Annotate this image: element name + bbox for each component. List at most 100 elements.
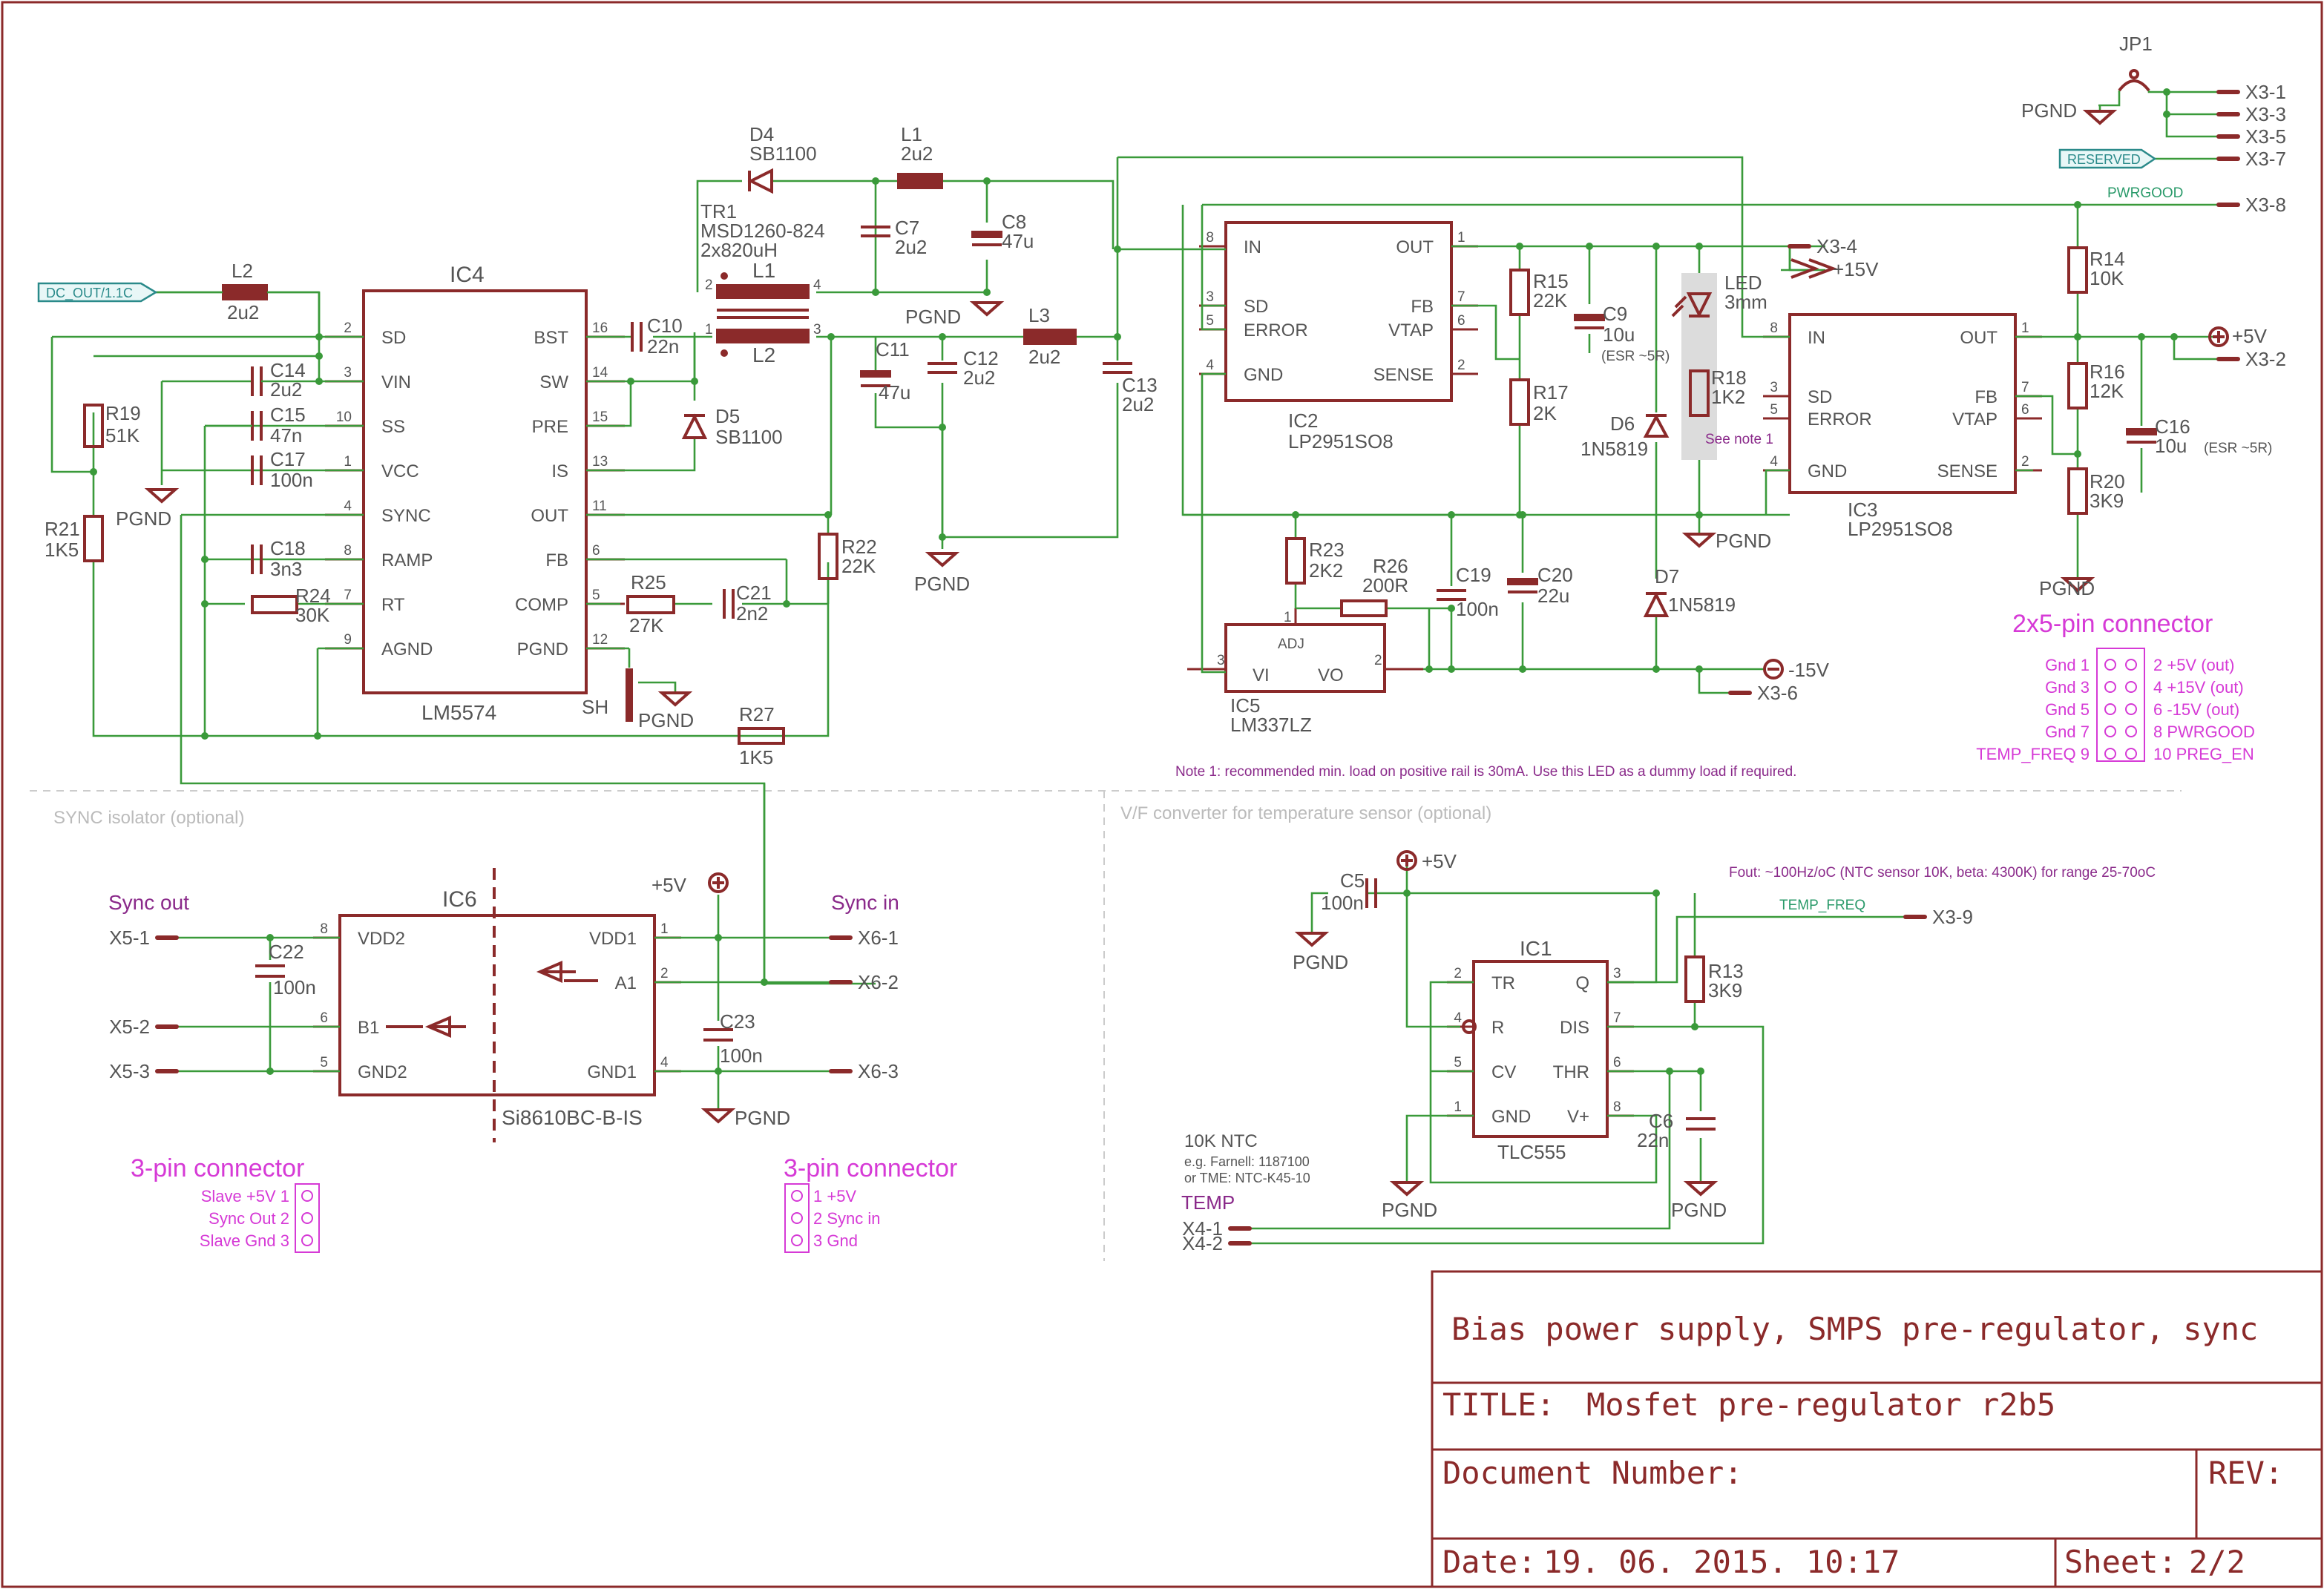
conn2x5-left-4: Gnd 7 [2045, 723, 2090, 741]
ic6-buffer-a1 [536, 960, 576, 984]
pgnd-label-8: PGND [735, 1107, 790, 1129]
tr1-winding2-label: L2 [752, 343, 775, 366]
pgnd-label-1: PGND [116, 507, 171, 530]
ic1-value: TLC555 [1497, 1141, 1566, 1163]
ic6-value: Si8610BC-B-IS [502, 1106, 643, 1129]
r18-value: 1K2 [1711, 386, 1745, 408]
c23-name: C23 [720, 1010, 755, 1033]
ic2-pin-1-label: OUT [1396, 237, 1434, 257]
connector-x3-6-label: X3-6 [1757, 682, 1798, 704]
l2-value: 2u2 [227, 301, 259, 323]
ic4-pin-8-number: 8 [344, 543, 352, 559]
d7-value: 1N5819 [1668, 593, 1736, 616]
ic3-pin-7-label: FB [1975, 387, 1998, 407]
ground-symbols: PGND PGND PGND PGND PGND PGND PGND PGND … [116, 99, 2268, 1221]
ic2-lp2951[interactable]: IC2 LP2951SO8 [1224, 221, 1453, 453]
jumper-jp1 [2118, 79, 2150, 92]
ic4-pin-2-number: 2 [344, 320, 352, 336]
conn3a-box [295, 1183, 320, 1253]
ground-symbol-pgnd-6 [2060, 577, 2095, 593]
c16-value: 10u [2155, 435, 2187, 457]
c13-value: 2u2 [1122, 393, 1154, 415]
ic2-pin-6-label: VTAP [1388, 320, 1434, 340]
ic1-pin-5-label: CV [1491, 1062, 1516, 1082]
ic1-pin-3-number: 3 [1613, 966, 1621, 981]
ic2-pin-3-number: 3 [1206, 289, 1214, 305]
ic1-pin-6-number: 6 [1613, 1055, 1621, 1070]
tr1-value2: 2x820uH [700, 239, 778, 261]
ic1-pin-8-label: V+ [1567, 1107, 1589, 1127]
conn3b-row-2: 2 Sync in [813, 1209, 881, 1228]
tb-title: Mosfet pre-regulator r2b5 [1586, 1386, 2055, 1423]
ic2-pin-2-label: SENSE [1373, 365, 1434, 385]
ic2-pin-7-number: 7 [1457, 289, 1465, 305]
c10-value: 22n [647, 335, 679, 358]
ic4-pin-11-number: 11 [592, 499, 607, 514]
ic1-pin-8-number: 8 [1613, 1099, 1621, 1115]
inductor-l1 [897, 173, 943, 189]
r15-value: 22K [1533, 289, 1568, 312]
power-symbol-5v [2208, 326, 2229, 347]
wires [50, 91, 2219, 1245]
ic1-designator: IC1 [1520, 937, 1552, 960]
d7-name: D7 [1655, 565, 1679, 588]
d4-value: SB1100 [749, 142, 817, 165]
r19-name: R19 [105, 402, 141, 424]
ic1-pin-4-number: 4 [1454, 1010, 1462, 1026]
d5-name: D5 [715, 405, 740, 427]
ic4-lm5574[interactable]: IC4 LM5574 [362, 263, 588, 724]
ic4-pin-1-number: 1 [344, 454, 352, 470]
ic6-pin-2-number: 2 [660, 966, 669, 981]
connector-x6-2-label: X6-2 [858, 971, 899, 993]
c16-esr: (ESR ~5R) [2204, 441, 2272, 456]
net-flags: DC_OUT/1.1C RESERVED PWRGOOD TEMP_FREQ [37, 148, 2183, 913]
diode-d5 [681, 413, 708, 439]
conn2x5-title: 2x5-pin connector [2012, 610, 2213, 638]
ic1-pin-7-number: 7 [1613, 1010, 1621, 1026]
ic3-pin-3-label: SD [1808, 387, 1832, 407]
ic4-pin-9-label: AGND [381, 639, 433, 659]
pgnd-label-3: PGND [905, 306, 961, 328]
led-name: LED [1724, 272, 1762, 294]
connector-x3-5-label: X3-5 [2245, 125, 2286, 148]
ic6-buffer-b1 [424, 1015, 466, 1039]
r23-value: 2K2 [1309, 559, 1343, 582]
r25-name: R25 [631, 571, 666, 593]
ic4-pin-7-number: 7 [344, 588, 352, 603]
r27-name: R27 [739, 703, 775, 726]
c9-name: C9 [1603, 303, 1627, 325]
ic3-lp2951[interactable]: IC3 LP2951SO8 [1788, 313, 2017, 540]
conn3a-row-1: Slave +5V 1 [201, 1187, 289, 1205]
ic3-pin-4-number: 4 [1770, 454, 1778, 470]
flag-dc-out [37, 282, 158, 303]
ic6-si8610[interactable]: IC6 Si8610BC-B-IS [338, 868, 656, 1142]
ic1-tlc555[interactable]: IC1 TLC555 [1462, 937, 1609, 1163]
pgnd-label-4: PGND [914, 573, 970, 595]
power-symbol-5v-b [708, 872, 729, 893]
tb-description: Bias power supply, SMPS pre-regulator, s… [1451, 1311, 2258, 1347]
section-title-sync: SYNC isolator (optional) [53, 808, 244, 828]
see-note-1: See note 1 [1705, 432, 1773, 447]
r19-value: 51K [105, 424, 140, 447]
ic5-pin-adj: ADJ [1278, 636, 1304, 652]
d5-value: SB1100 [715, 426, 783, 448]
ground-symbol-pgnd-4 [925, 552, 960, 568]
d6-name: D6 [1610, 412, 1635, 435]
r23-name: R23 [1309, 539, 1345, 561]
transformer-tr1-winding1 [716, 284, 810, 299]
ground-symbol-pgnd-7 [2082, 110, 2118, 125]
conn2x5-right-5: 10 PREG_EN [2153, 745, 2254, 763]
ic3-pin-2-number: 2 [2021, 454, 2029, 470]
ic5-pin2-num: 2 [1374, 653, 1382, 668]
c20-value: 22u [1537, 585, 1569, 607]
c15-value: 47n [270, 424, 302, 447]
c9-esr: (ESR ~5R) [1601, 349, 1670, 364]
pgnd-label-5: PGND [1716, 530, 1771, 552]
ic3-pin-1-label: OUT [1960, 328, 1998, 348]
r13-value: 3K9 [1708, 979, 1742, 1001]
ic5-lm337[interactable]: VI VO ADJ 3 2 1 IC5 LM337LZ [1187, 608, 1423, 736]
c9-value: 10u [1603, 323, 1635, 346]
ic4-pin-3-label: VIN [381, 372, 411, 392]
